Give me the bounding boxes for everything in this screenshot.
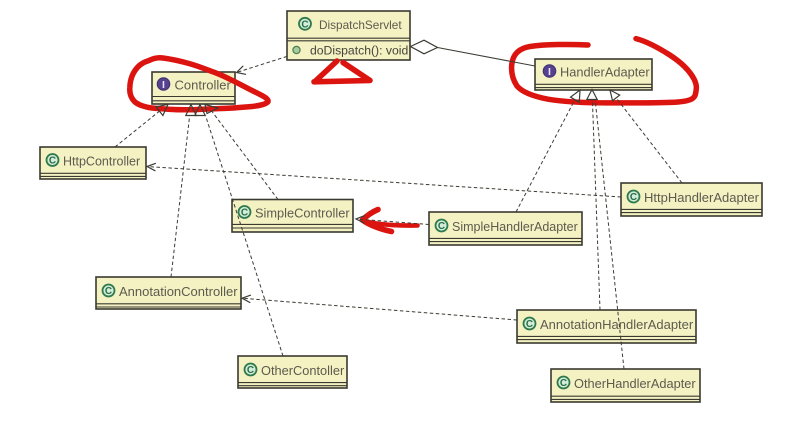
svg-text:AnnotationController: AnnotationController [119, 284, 238, 299]
svg-text:HttpController: HttpController [63, 155, 140, 169]
svg-text:OtherHandlerAdapter: OtherHandlerAdapter [574, 376, 696, 391]
svg-text:SimpleHandlerAdapter: SimpleHandlerAdapter [452, 220, 578, 234]
svg-text:OtherContoller: OtherContoller [261, 363, 345, 378]
svg-text:HttpHandlerAdapter: HttpHandlerAdapter [644, 190, 760, 205]
svg-text:HandlerAdapter: HandlerAdapter [560, 65, 650, 80]
svg-text:AnnotationHandlerAdapter: AnnotationHandlerAdapter [540, 317, 694, 332]
svg-text:Controller: Controller [175, 78, 232, 93]
svg-text:doDispatch(): void: doDispatch(): void [310, 44, 408, 58]
svg-text:DispatchServlet: DispatchServlet [319, 18, 402, 32]
svg-text:SimpleController: SimpleController [255, 206, 350, 221]
